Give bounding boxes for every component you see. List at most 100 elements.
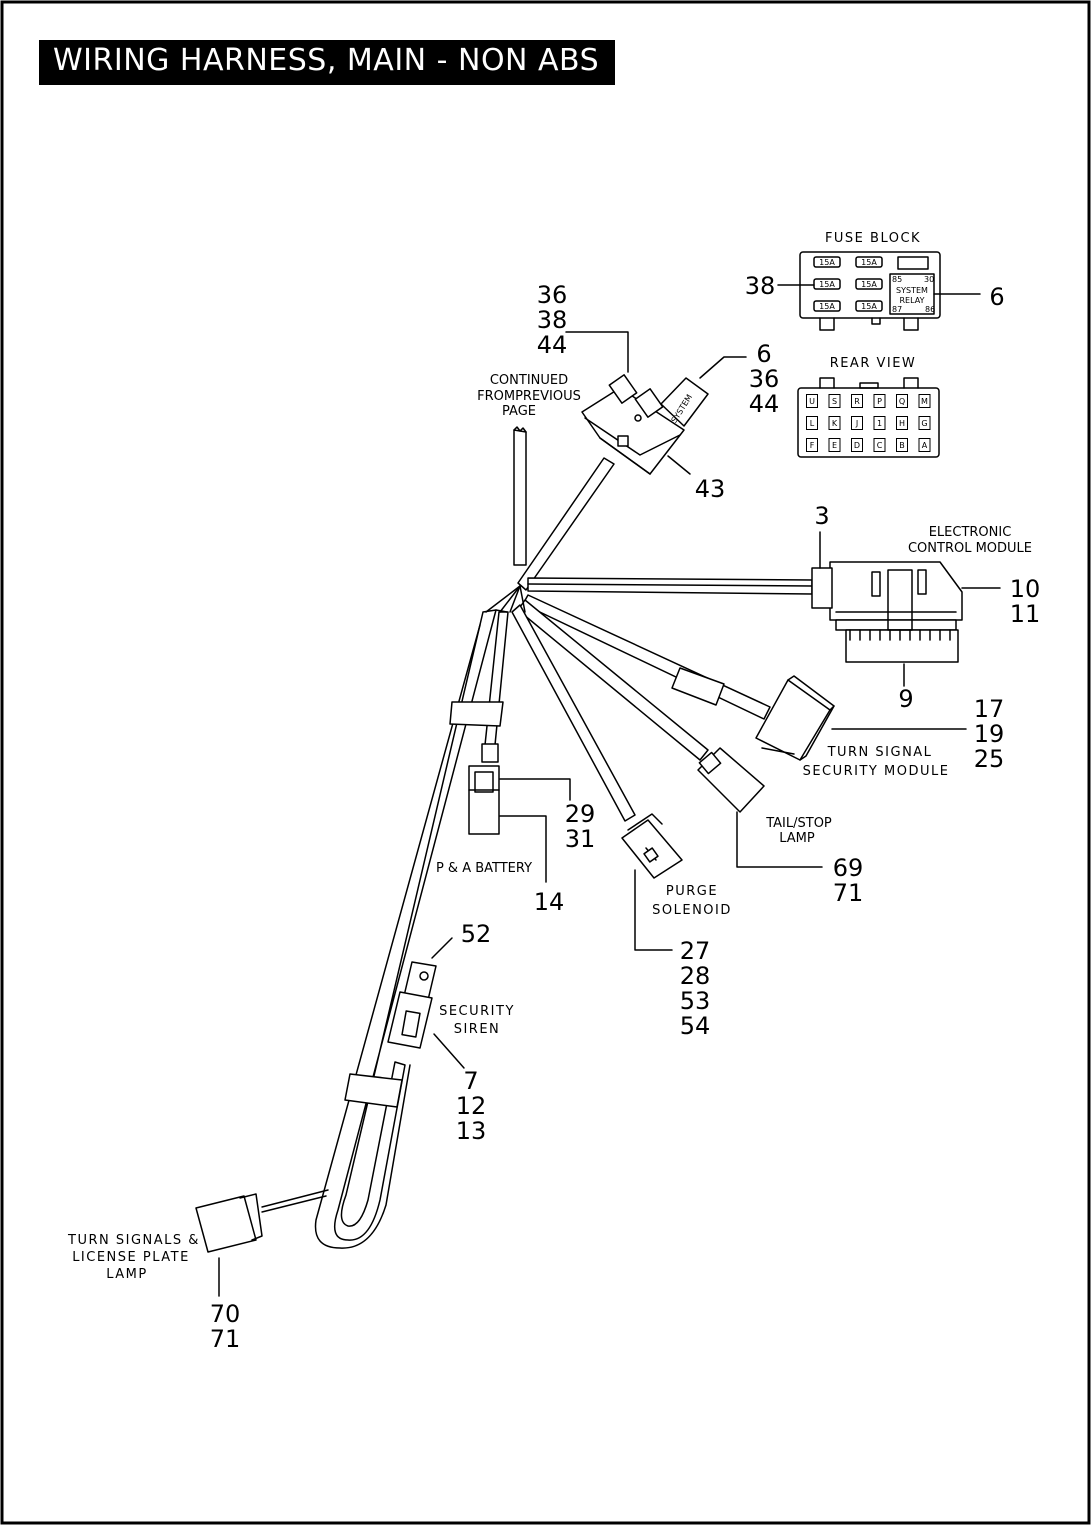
rear-pin-J: J bbox=[855, 419, 858, 428]
rear-pin-box bbox=[806, 416, 818, 430]
continued-label-2: FROMPREVIOUS bbox=[477, 389, 581, 404]
callout-c16-70: 70 bbox=[210, 1300, 241, 1328]
rear-pin-box bbox=[918, 394, 931, 408]
callout-c9-25: 25 bbox=[974, 745, 1005, 773]
security-siren bbox=[387, 961, 437, 1049]
fuse-rating-2: 15A bbox=[861, 258, 877, 267]
rear-pin-box bbox=[851, 394, 863, 408]
callout-c4-6: 6 bbox=[989, 283, 1004, 311]
callout-c13-53: 53 bbox=[680, 987, 711, 1015]
callout-c16-71: 71 bbox=[210, 1325, 241, 1353]
purge-connector bbox=[621, 813, 683, 879]
tail-label-2: LAMP bbox=[779, 831, 815, 846]
rear-pin-box bbox=[873, 416, 886, 430]
fuse-rating-1: 15A bbox=[819, 258, 835, 267]
rear-pin-A: A bbox=[922, 441, 928, 450]
continued-label-3: PAGE bbox=[502, 404, 536, 419]
rear-pin-box bbox=[873, 394, 886, 408]
rear-pin-B: B bbox=[899, 441, 905, 450]
fuse-rating-4: 15A bbox=[861, 280, 877, 289]
battery-label: P & A BATTERY bbox=[436, 861, 532, 876]
rear-view-label: REAR VIEW bbox=[830, 356, 917, 371]
callout-c2-36: 36 bbox=[749, 365, 780, 393]
turn-label-2: LICENSE PLATE bbox=[72, 1250, 190, 1265]
rear-pin-box bbox=[896, 438, 908, 452]
rear-pin-F: F bbox=[810, 441, 815, 450]
callout-c14-52: 52 bbox=[461, 920, 492, 948]
rear-pin-L: L bbox=[810, 419, 815, 428]
rear-view-block bbox=[797, 377, 940, 458]
rear-branch bbox=[261, 609, 508, 1249]
rear-pin-S: S bbox=[832, 397, 837, 406]
ecm-label-1: ELECTRONIC bbox=[929, 525, 1012, 540]
callout-c9-19: 19 bbox=[974, 720, 1005, 748]
siren-label-1: SECURITY bbox=[439, 1004, 515, 1019]
rear-pin-M: M bbox=[921, 397, 928, 406]
rear-pin-box bbox=[896, 394, 908, 408]
rear-pin-box bbox=[806, 438, 818, 452]
rear-pin-1: 1 bbox=[877, 419, 882, 428]
continued-label-1: CONTINUED bbox=[490, 373, 568, 388]
callout-c10-29: 29 bbox=[565, 800, 596, 828]
callout-c15-7: 7 bbox=[463, 1067, 478, 1095]
ecm-branch bbox=[527, 577, 813, 595]
callout-c6-3: 3 bbox=[814, 502, 829, 530]
rear-pin-P: P bbox=[877, 397, 882, 406]
turn-label-1: TURN SIGNALS & bbox=[67, 1233, 200, 1248]
fuse-labels: 15A 15A 15A 15A 15A 15A bbox=[819, 258, 877, 311]
relay-pin-85: 85 bbox=[892, 275, 902, 284]
callout-c7-10: 10 bbox=[1010, 575, 1041, 603]
callout-c8-9: 9 bbox=[898, 685, 913, 713]
rear-pin-D: D bbox=[854, 441, 860, 450]
title-bar: WIRING HARNESS, MAIN - NON ABS bbox=[39, 40, 615, 85]
callout-c11-14: 14 bbox=[534, 888, 565, 916]
relay-pin-30: 30 bbox=[924, 275, 934, 284]
fuse-rating-5: 15A bbox=[819, 302, 835, 311]
rear-pin-box bbox=[828, 416, 841, 430]
fuse-block bbox=[799, 251, 941, 331]
connector-43-branch bbox=[517, 457, 615, 591]
ecm-label-2: CONTROL MODULE bbox=[908, 541, 1032, 556]
purge-branch bbox=[511, 604, 636, 822]
rear-pin-E: E bbox=[832, 441, 837, 450]
rear-pin-G: G bbox=[921, 419, 927, 428]
tsm-label-2: SECURITY MODULE bbox=[803, 764, 950, 779]
callout-c13-28: 28 bbox=[680, 962, 711, 990]
ecm bbox=[811, 561, 963, 663]
callout-c10-31: 31 bbox=[565, 825, 596, 853]
relay-pin-86: 86 bbox=[925, 305, 935, 314]
callout-c12-71: 71 bbox=[833, 879, 864, 907]
callout-c7-11: 11 bbox=[1010, 600, 1041, 628]
callout-c15-13: 13 bbox=[456, 1117, 487, 1145]
callout-c13-54: 54 bbox=[680, 1012, 711, 1040]
rear-pin-H: H bbox=[899, 419, 905, 428]
purge-label-1: PURGE bbox=[666, 884, 718, 899]
rear-pin-box bbox=[873, 438, 886, 452]
tail-label-1: TAIL/STOP bbox=[765, 816, 832, 831]
battery-connector bbox=[468, 743, 500, 835]
callout-c3-38: 38 bbox=[745, 272, 776, 300]
relay-label-2: RELAY bbox=[900, 296, 925, 305]
rear-pin-box bbox=[806, 394, 818, 408]
fuse-rating-6: 15A bbox=[861, 302, 877, 311]
connector-43 bbox=[581, 374, 709, 475]
callout-c12-69: 69 bbox=[833, 854, 864, 882]
callout-c1-36: 36 bbox=[537, 281, 568, 309]
relay-label-1: SYSTEM bbox=[896, 286, 928, 295]
continued-branch bbox=[513, 426, 527, 566]
rear-pin-box bbox=[828, 438, 841, 452]
callout-c1-44: 44 bbox=[537, 331, 568, 359]
callout-c9-17: 17 bbox=[974, 695, 1005, 723]
fuse-block-label: FUSE BLOCK bbox=[825, 231, 921, 246]
rear-pin-Q: Q bbox=[899, 397, 905, 406]
fuse-rating-3: 15A bbox=[819, 280, 835, 289]
rear-pin-box bbox=[851, 416, 863, 430]
leader-lines bbox=[218, 284, 1001, 1297]
rear-pin-R: R bbox=[854, 397, 860, 406]
callout-c13-27: 27 bbox=[680, 937, 711, 965]
callout-c1-38: 38 bbox=[537, 306, 568, 334]
